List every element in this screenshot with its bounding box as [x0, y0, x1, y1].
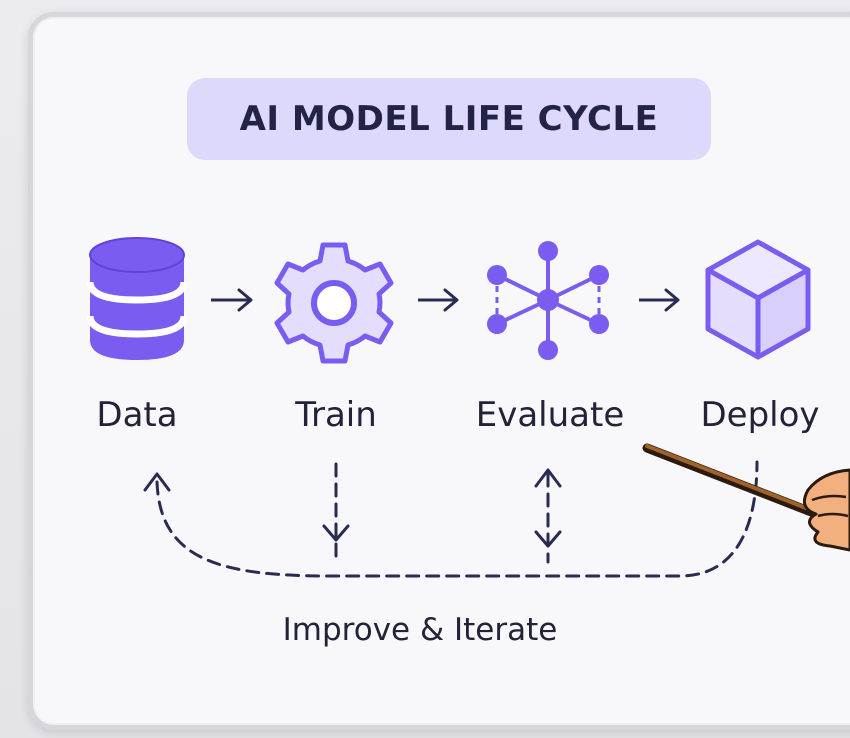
stage-label-data: Data: [96, 395, 178, 435]
gear-icon: [274, 242, 394, 364]
stage-label-deploy: Deploy: [700, 395, 820, 435]
diagram-title: AI MODEL LIFE CYCLE: [187, 78, 711, 160]
cube-icon: [705, 239, 811, 360]
flow-arrow-1: [211, 288, 253, 312]
feedback-arrowheads: [143, 468, 562, 548]
feedback-loop: [155, 460, 759, 578]
pointer-hand: [642, 443, 850, 552]
flow-arrow-3: [639, 288, 680, 312]
feedback-label: Improve & Iterate: [282, 612, 558, 648]
database-icon: [86, 237, 188, 360]
stage-label-evaluate: Evaluate: [475, 395, 625, 435]
flow-arrow-2: [418, 288, 459, 312]
stage-label-train: Train: [295, 395, 377, 435]
network-icon: [487, 241, 609, 360]
